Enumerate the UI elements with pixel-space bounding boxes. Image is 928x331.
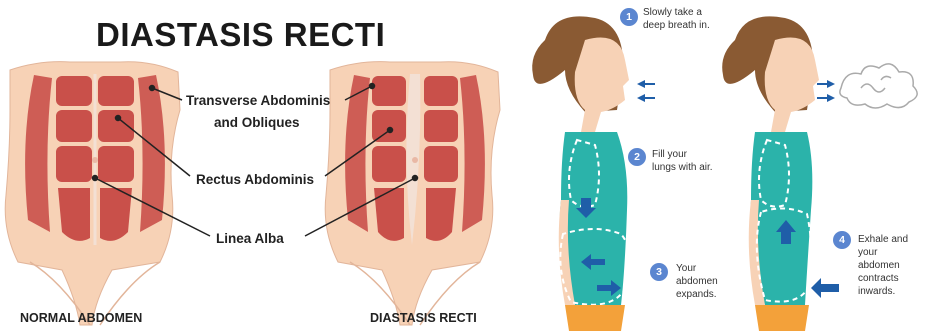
step-1-text: Slowly take a deep breath in.: [643, 6, 710, 32]
label-rectus-abdominis: Rectus Abdominis: [196, 172, 314, 187]
step-3-badge: 3: [650, 263, 668, 281]
step-4-line-5: inwards.: [858, 285, 908, 298]
step-3-line-3: expands.: [676, 288, 718, 301]
inhale-figure: [532, 16, 655, 331]
step-2-line-1: Fill your: [652, 148, 713, 161]
step-1-line-1: Slowly take a: [643, 6, 710, 19]
step-3-text: Your abdomen expands.: [676, 262, 718, 301]
diastasis-abdomen-figure: [325, 62, 500, 325]
step-2-badge: 2: [628, 148, 646, 166]
caption-diastasis-recti: DIASTASIS RECTI: [370, 311, 477, 325]
label-obliques: and Obliques: [214, 115, 300, 130]
diagram-title: DIASTASIS RECTI: [96, 16, 385, 54]
label-linea-alba: Linea Alba: [216, 231, 284, 246]
step-1-badge: 1: [620, 8, 638, 26]
label-transverse-abdominis: Transverse Abdominis: [186, 93, 330, 108]
step-4-line-3: abdomen: [858, 259, 908, 272]
step-2-line-2: lungs with air.: [652, 161, 713, 174]
step-4-badge: 4: [833, 231, 851, 249]
caption-normal-abdomen: NORMAL ABDOMEN: [20, 311, 142, 325]
normal-abdomen-figure: [5, 62, 180, 325]
step-3-line-2: abdomen: [676, 275, 718, 288]
step-3-line-1: Your: [676, 262, 718, 275]
step-4-line-2: your: [858, 246, 908, 259]
step-2-text: Fill your lungs with air.: [652, 148, 713, 174]
step-4-text: Exhale and your abdomen contracts inward…: [858, 233, 908, 298]
step-4-line-1: Exhale and: [858, 233, 908, 246]
step-1-line-2: deep breath in.: [643, 19, 710, 32]
breath-cloud-icon: [840, 64, 917, 108]
step-4-line-4: contracts: [858, 272, 908, 285]
